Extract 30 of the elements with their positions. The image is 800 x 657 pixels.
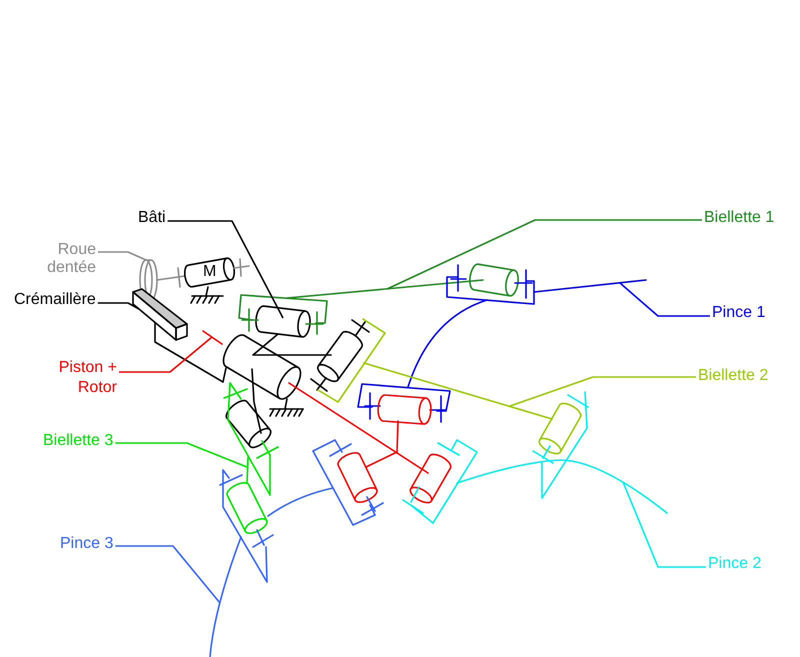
part-label: Pince 3 bbox=[60, 535, 114, 553]
part-label: Pince 2 bbox=[708, 555, 762, 573]
leader-line bbox=[119, 336, 213, 373]
part-label: Bâti bbox=[138, 209, 166, 227]
connecting-rod bbox=[317, 318, 582, 454]
connecting-rod bbox=[223, 382, 279, 534]
leader-line bbox=[168, 220, 284, 318]
piston-arm-links bbox=[202, 330, 452, 504]
leader-line bbox=[386, 219, 702, 290]
leader-line bbox=[115, 442, 248, 468]
leader-line bbox=[619, 282, 710, 317]
part-label: Biellette 3 bbox=[43, 432, 114, 450]
part-label: Crémaillère bbox=[14, 291, 96, 309]
leader-line bbox=[115, 545, 221, 604]
part-label: Pince 1 bbox=[712, 304, 766, 322]
leader-line bbox=[98, 302, 140, 310]
rack-bar bbox=[132, 288, 227, 383]
part-label: Biellette 1 bbox=[704, 209, 774, 227]
leader-line bbox=[510, 376, 696, 407]
gripper-jaw bbox=[357, 264, 647, 423]
part-label: Roue dentée bbox=[46, 241, 96, 277]
gripper-jaw bbox=[209, 439, 384, 657]
connecting-rod bbox=[238, 263, 519, 335]
motor-letter: M bbox=[203, 263, 216, 281]
part-label: Piston + Rotor bbox=[57, 358, 117, 398]
leader-line bbox=[98, 251, 146, 261]
pivot-joint-symbols bbox=[190, 286, 370, 448]
part-label: Biellette 2 bbox=[698, 367, 768, 385]
gripper-jaw bbox=[402, 391, 668, 524]
leader-line bbox=[622, 482, 706, 568]
